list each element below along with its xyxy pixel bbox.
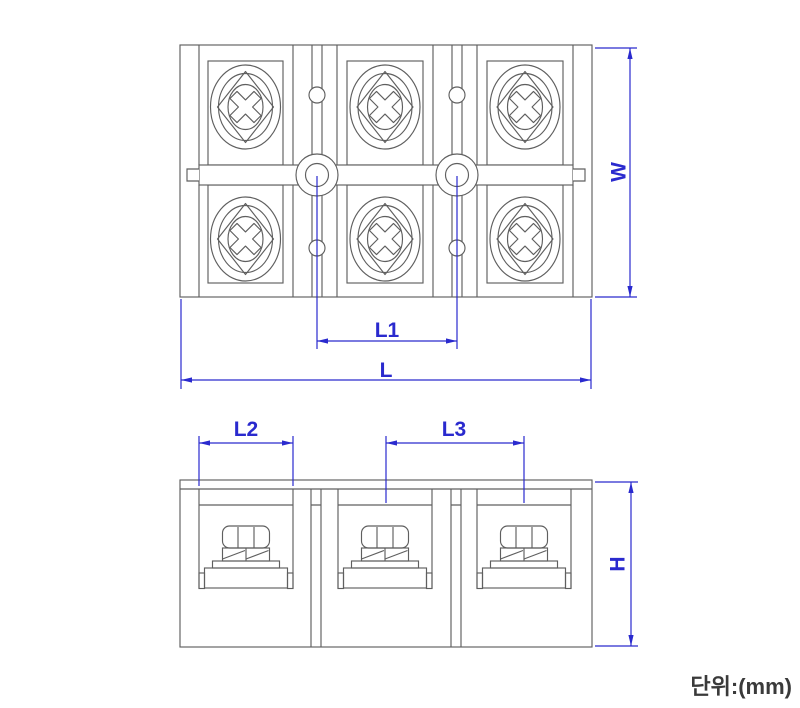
mounting-hole-left (295, 153, 339, 197)
top-view (179, 44, 593, 298)
rail-tab-right (573, 168, 586, 182)
terminal-cavity-2 (337, 489, 433, 590)
center-mounting-rail (186, 164, 586, 186)
housing-outline-front (179, 479, 593, 648)
dimension-label-H: H (607, 556, 630, 571)
front-view (179, 479, 593, 648)
dimension-H: H (595, 481, 638, 647)
unit-note: 단위:(mm) (690, 674, 792, 699)
dimension-label-L2: L2 (234, 418, 259, 441)
rail-tab-left (186, 168, 199, 182)
terminal-cavity-1 (198, 489, 294, 590)
pole-divider-walls (292, 45, 478, 297)
inner-wall-lines (198, 45, 574, 297)
dimension-L2: L2 (198, 418, 294, 486)
front-divider-walls (310, 489, 462, 647)
pin-hole-top-right (448, 86, 466, 104)
dimension-W: W (595, 47, 637, 298)
dimension-label-L: L (380, 359, 393, 382)
dimension-label-L3: L3 (442, 418, 467, 441)
dimension-label-W: W (608, 162, 631, 182)
dimension-L3: L3 (385, 418, 525, 503)
dimension-L: L (180, 299, 592, 389)
pin-hole-top-left (308, 86, 326, 104)
terminal-cavity-3 (476, 489, 572, 590)
dimension-L1: L1 (316, 176, 458, 349)
dimension-label-L1: L1 (375, 319, 400, 342)
